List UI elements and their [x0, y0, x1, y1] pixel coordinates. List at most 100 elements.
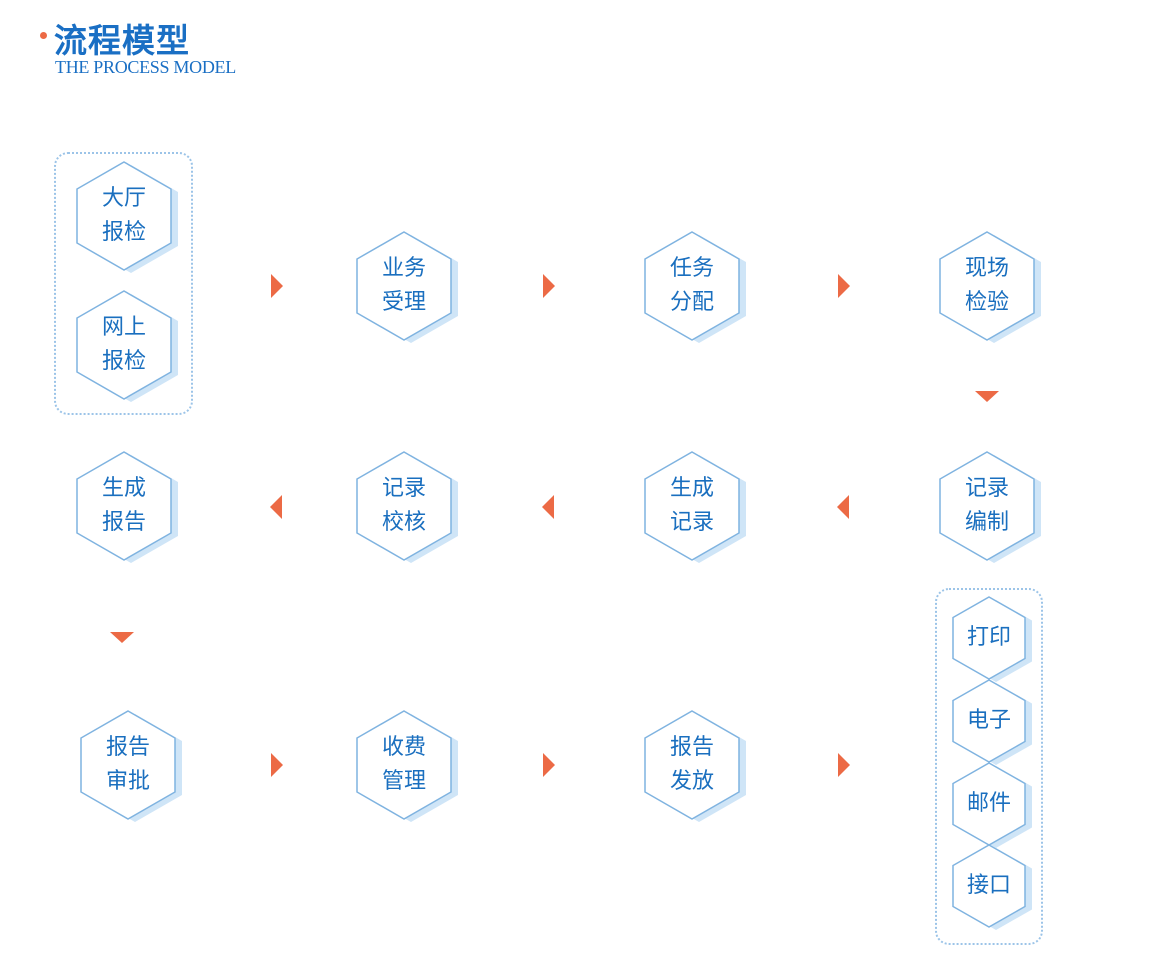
hexagon-shape [952, 844, 1026, 928]
process-node-fee-management: 收费管理 [356, 710, 458, 822]
node-label-line: 业务 [381, 256, 426, 281]
node-label: 收费管理 [357, 711, 451, 819]
process-node-electronic: 电子 [952, 679, 1032, 765]
node-label-line: 记录 [964, 476, 1009, 501]
hexagon-icon [644, 710, 746, 822]
node-label: 接口 [953, 845, 1025, 927]
hexagon-icon [76, 290, 178, 402]
hexagon-icon [644, 451, 746, 563]
node-label: 邮件 [953, 763, 1025, 845]
node-label: 电子 [953, 680, 1025, 762]
process-node-record-review: 记录校核 [356, 451, 458, 563]
node-label-line: 邮件 [966, 791, 1011, 816]
hexagon-icon [356, 710, 458, 822]
node-label: 记录编制 [940, 452, 1034, 560]
node-label: 现场检验 [940, 232, 1034, 340]
delivery-group [935, 588, 1043, 945]
hexagon-icon [76, 161, 178, 273]
node-label-line: 检验 [964, 290, 1009, 315]
process-node-site-inspection: 现场检验 [939, 231, 1041, 343]
arrow-down-icon [110, 632, 134, 643]
hexagon-shape [76, 451, 172, 561]
hexagon-icon [356, 451, 458, 563]
node-label-line: 报检 [101, 220, 146, 245]
hexagon-shape [356, 231, 452, 341]
node-label: 报告发放 [645, 711, 739, 819]
title-bullet [40, 32, 47, 39]
node-label-line: 受理 [381, 290, 426, 315]
process-node-generate-report: 生成报告 [76, 451, 178, 563]
hexagon-icon [952, 762, 1032, 848]
arrow-right-icon [838, 753, 850, 777]
hexagon-shape [939, 231, 1035, 341]
arrow-right-icon [543, 274, 555, 298]
arrow-left-icon [542, 495, 554, 519]
process-node-generate-record: 生成记录 [644, 451, 746, 563]
process-node-report-approval: 报告审批 [80, 710, 182, 822]
node-label: 任务分配 [645, 232, 739, 340]
hexagon-shape [644, 710, 740, 820]
hexagon-shape [80, 710, 176, 820]
node-label-line: 管理 [381, 769, 426, 794]
node-label-line: 生成 [101, 476, 146, 501]
page-title: 流程模型 [54, 21, 190, 60]
node-label: 大厅报检 [77, 162, 171, 270]
node-label: 网上报检 [77, 291, 171, 399]
hexagon-icon [952, 596, 1032, 682]
hexagon-shape [952, 679, 1026, 763]
hexagon-icon [952, 679, 1032, 765]
hexagon-shape [76, 161, 172, 271]
node-label: 生成报告 [77, 452, 171, 560]
hexagon-shape [939, 451, 1035, 561]
node-label-line: 分配 [669, 290, 714, 315]
hexagon-icon [952, 844, 1032, 930]
node-label-line: 发放 [669, 769, 714, 794]
hexagon-shape [356, 451, 452, 561]
arrow-right-icon [543, 753, 555, 777]
hexagon-shape [76, 290, 172, 400]
hexagon-icon [939, 231, 1041, 343]
node-label-line: 打印 [966, 625, 1011, 650]
node-label-line: 报检 [101, 349, 146, 374]
node-label-line: 记录 [669, 510, 714, 535]
node-label: 生成记录 [645, 452, 739, 560]
node-label: 打印 [953, 597, 1025, 679]
arrow-down-icon [975, 391, 999, 402]
hexagon-icon [939, 451, 1041, 563]
node-label: 业务受理 [357, 232, 451, 340]
node-label-line: 记录 [381, 476, 426, 501]
node-label-line: 校核 [381, 510, 426, 535]
intake-group [54, 152, 193, 415]
node-label-line: 任务 [669, 256, 714, 281]
node-label-line: 现场 [964, 256, 1009, 281]
node-label: 报告审批 [81, 711, 175, 819]
arrow-left-icon [270, 495, 282, 519]
process-node-hall-inspection: 大厅报检 [76, 161, 178, 273]
arrow-right-icon [271, 753, 283, 777]
arrow-right-icon [271, 274, 283, 298]
process-node-interface: 接口 [952, 844, 1032, 930]
node-label-line: 生成 [669, 476, 714, 501]
process-node-business-acceptance: 业务受理 [356, 231, 458, 343]
node-label-line: 审批 [105, 769, 150, 794]
hexagon-icon [80, 710, 182, 822]
node-label-line: 网上 [101, 315, 146, 340]
node-label-line: 报告 [669, 735, 714, 760]
node-label-line: 电子 [966, 708, 1011, 733]
process-node-report-issuance: 报告发放 [644, 710, 746, 822]
node-label-line: 报告 [105, 735, 150, 760]
process-node-print: 打印 [952, 596, 1032, 682]
node-label-line: 大厅 [101, 186, 146, 211]
hexagon-shape [356, 710, 452, 820]
hexagon-icon [76, 451, 178, 563]
node-label-line: 接口 [966, 873, 1011, 898]
node-label-line: 编制 [964, 510, 1009, 535]
node-label-line: 报告 [101, 510, 146, 535]
hexagon-icon [356, 231, 458, 343]
hexagon-shape [644, 231, 740, 341]
arrow-right-icon [838, 274, 850, 298]
hexagon-shape [952, 596, 1026, 680]
node-label: 记录校核 [357, 452, 451, 560]
hexagon-shape [644, 451, 740, 561]
page-subtitle: THE PROCESS MODEL [55, 57, 236, 77]
